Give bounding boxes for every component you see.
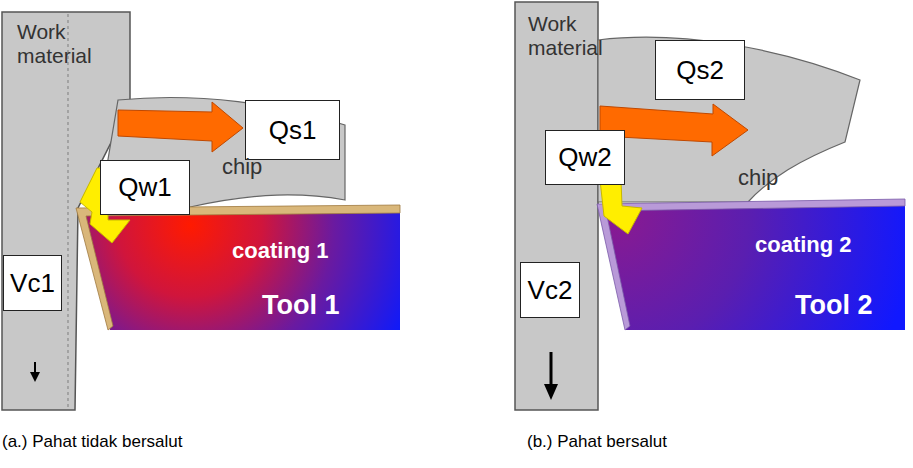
velocity-label-box: Vc1 [3,255,62,311]
box-text: Qs1 [269,115,317,146]
work-material [515,2,598,410]
caption: (a.) Pahat tidak bersalut [2,432,302,452]
tool-heat-arrow [600,180,642,234]
coating-label: coating 2 [755,232,885,257]
coating-label: coating 1 [232,238,362,263]
shear-heat-arrow [118,102,243,152]
box-text: Vc1 [10,268,55,299]
coating-layer [597,199,905,330]
tool [598,201,905,330]
velocity-arrow [550,352,553,384]
velocity-arrow [34,362,36,372]
box-text: Qs2 [676,55,724,86]
heat-label-box: Qw1 [100,160,190,215]
tool-label: Tool 1 [262,290,382,321]
box-text: Qw2 [558,142,611,173]
velocity-label-box: Vc2 [520,262,580,318]
velocity-arrow-head [544,384,558,400]
material-label: Work material [17,20,127,68]
chip-label: chip [738,165,798,190]
chip [598,37,860,202]
box-text: Qw1 [118,172,171,203]
heat-label-box: Qs1 [245,100,340,160]
velocity-arrow-head [30,372,40,382]
chip [100,98,345,207]
chip-label: chip [222,154,282,179]
centre-line [67,14,68,408]
panel-a [2,12,400,410]
caption: (b.) Pahat bersalut [527,432,827,452]
heat-label-box: Qs2 [655,40,745,100]
panel-b [515,2,905,410]
material-label: Work material [528,12,638,60]
tool-label: Tool 2 [795,290,900,321]
heat-label-box: Qw2 [545,130,625,185]
box-text: Vc2 [528,275,573,306]
